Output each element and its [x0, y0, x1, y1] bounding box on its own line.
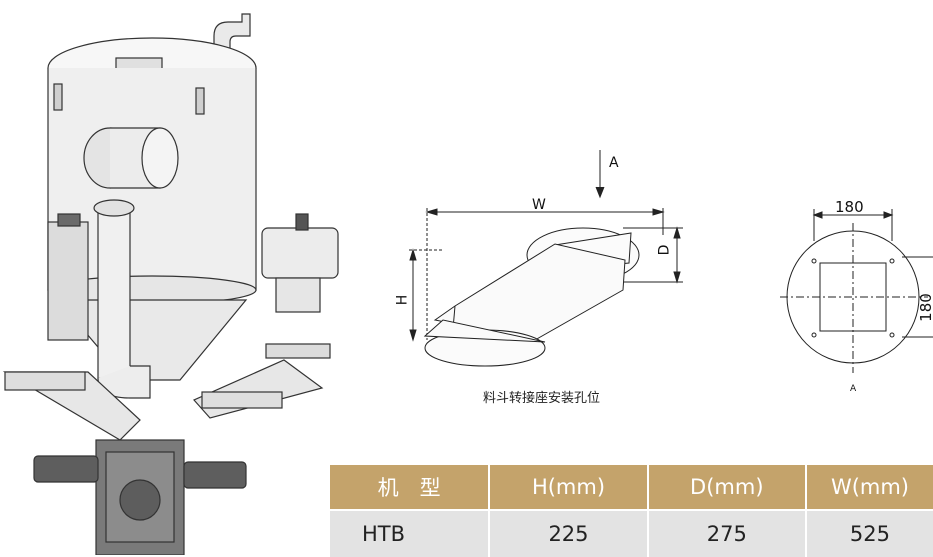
hopper-dryer-illustration: [2, 13, 339, 555]
plate-width-dim: 180: [835, 198, 864, 216]
header-w: W(mm): [805, 465, 933, 510]
cell-w: 525: [805, 509, 933, 557]
diagram-caption: 料斗转接座安装孔位: [483, 391, 601, 406]
plate-height-dim: 180: [916, 293, 933, 322]
header-h: H(mm): [489, 465, 649, 510]
table-header-row: 机 型 H(mm) D(mm) W(mm): [330, 465, 933, 510]
label-d: D: [656, 244, 673, 256]
spec-table: 机 型 H(mm) D(mm) W(mm) HTB 225 275 525: [330, 465, 933, 557]
adapter-seat-diagram: [409, 150, 683, 367]
plate-view-label: A: [850, 384, 857, 394]
table-row: HTB 225 275 525: [330, 509, 933, 557]
label-h: H: [394, 294, 411, 306]
label-w: W: [532, 197, 546, 213]
cell-h: 225: [489, 509, 649, 557]
header-d: D(mm): [647, 465, 807, 510]
mounting-plate-view: [780, 209, 933, 373]
cell-d: 275: [647, 509, 807, 557]
header-model: 机 型: [330, 465, 491, 510]
label-a: A: [609, 155, 619, 171]
cell-model: HTB: [330, 509, 491, 557]
